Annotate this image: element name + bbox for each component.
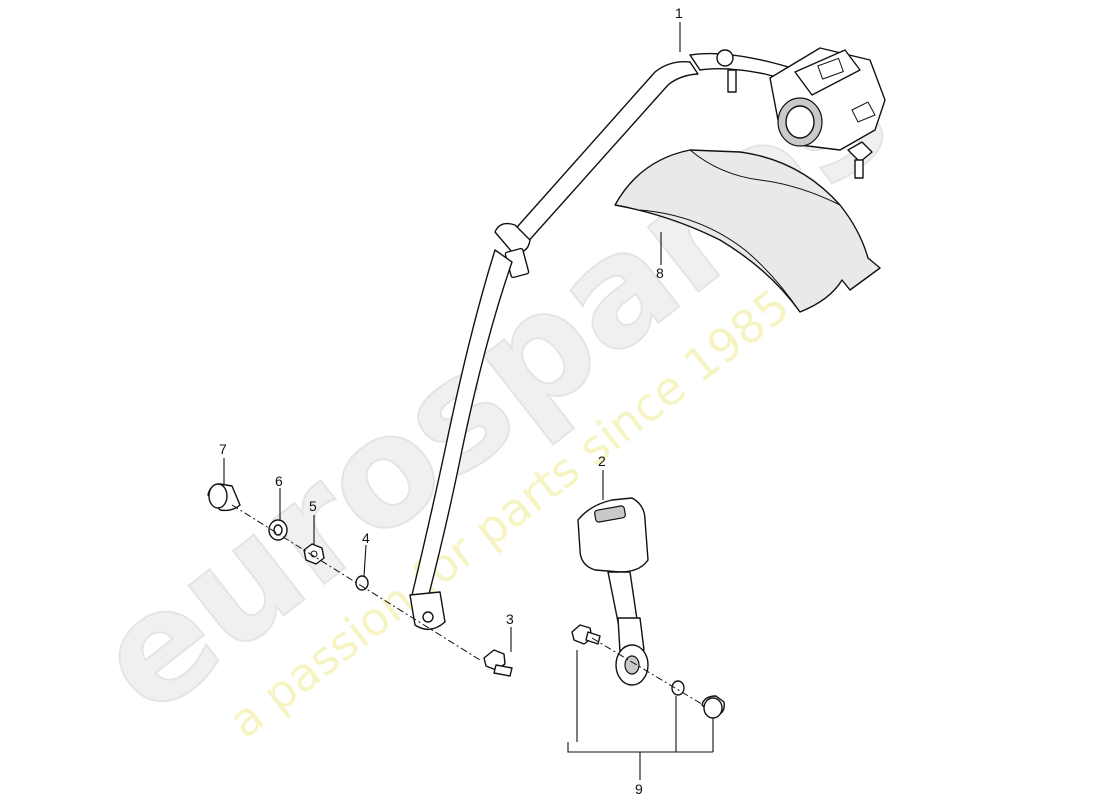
seat-belt-retractor-part-1[interactable] xyxy=(409,47,886,630)
callout-8: 8 xyxy=(656,265,664,281)
callout-6: 6 xyxy=(275,473,283,489)
seat-belt-buckle-part-2[interactable] xyxy=(577,497,649,686)
bolt-part-3[interactable] xyxy=(483,649,513,677)
ring-part-4[interactable] xyxy=(355,575,369,591)
alignment-line-right xyxy=(591,637,706,707)
callout-3: 3 xyxy=(506,611,514,627)
trim-cover-part-8[interactable] xyxy=(614,149,881,313)
callout-5: 5 xyxy=(309,498,317,514)
cap-part-7[interactable] xyxy=(207,483,241,512)
callout-9: 9 xyxy=(635,781,643,797)
callout-4: 4 xyxy=(362,530,370,546)
fixing-set-part-9[interactable] xyxy=(571,624,725,719)
callout-7: 7 xyxy=(219,441,227,457)
callout-1: 1 xyxy=(675,5,683,21)
leader-lines xyxy=(223,22,714,780)
alignment-line-left xyxy=(231,504,481,661)
callouts: 1 2 3 4 5 6 7 8 9 xyxy=(219,5,683,797)
callout-2: 2 xyxy=(598,453,606,469)
